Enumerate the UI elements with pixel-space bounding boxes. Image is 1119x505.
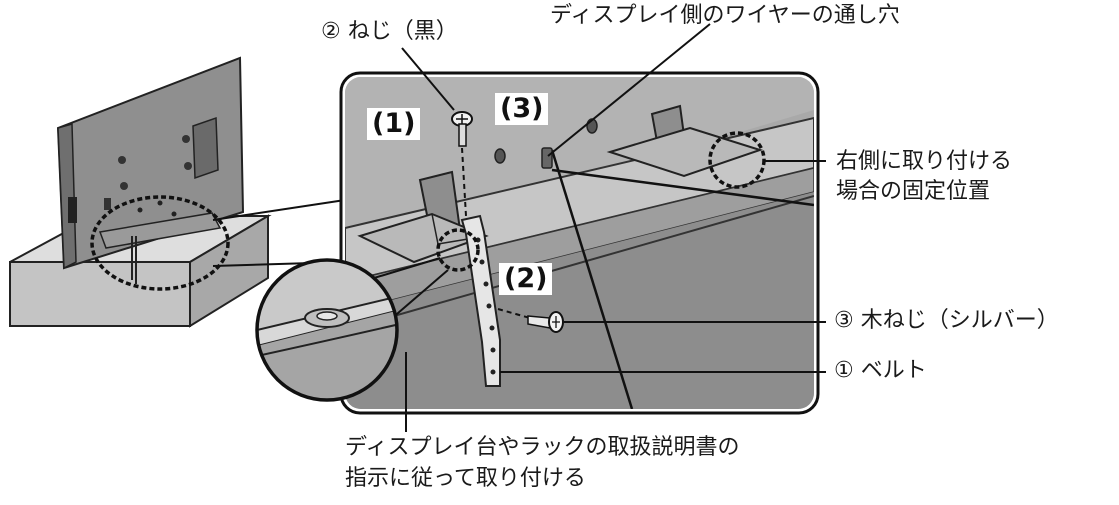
instruction-line1: ディスプレイ台やラックの取扱説明書の <box>345 435 740 460</box>
step-3-label: (3) <box>495 93 549 126</box>
tv-overview <box>9 56 346 328</box>
right-side-label-line1: 右側に取り付ける <box>836 149 1013 174</box>
black-screw-label: ② ねじ（黒） <box>321 19 458 44</box>
screw-hole <box>494 148 506 164</box>
belt-label: ① ベルト <box>834 358 927 383</box>
black-screw <box>451 111 473 217</box>
magnifier <box>255 257 449 402</box>
detail-highlight-ellipse <box>90 195 230 291</box>
wood-screw <box>497 308 564 333</box>
step-1-label: (1) <box>367 108 421 141</box>
zoom-highlight-circle <box>436 228 480 272</box>
belt-strap <box>460 214 501 387</box>
connector-line <box>212 199 346 221</box>
right-side-label-line2: 場合の固定位置 <box>836 179 991 204</box>
leader-lines <box>401 23 826 432</box>
wood-screw-label: ③ 木ねじ（シルバー） <box>834 308 1059 333</box>
instruction-line2: 指示に従って取り付ける <box>345 466 586 491</box>
stand-foot-left <box>357 170 489 264</box>
detail-panel <box>339 71 820 415</box>
stand-foot-right <box>606 104 764 178</box>
step-2-label: (2) <box>499 263 553 296</box>
wire-hole-label: ディスプレイ側のワイヤーの通し穴 <box>550 3 900 28</box>
wire-hole <box>541 147 553 169</box>
